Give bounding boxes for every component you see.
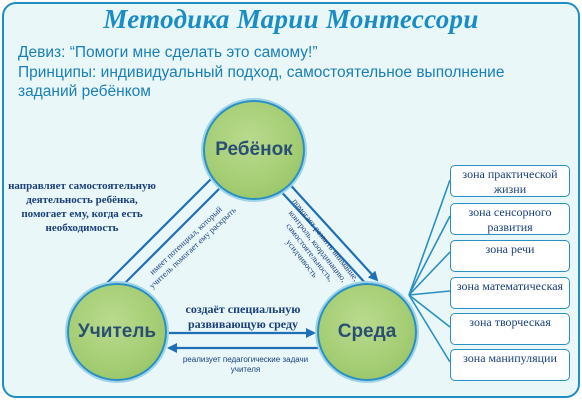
arrow-teacher-to-child	[102, 164, 226, 288]
motto-text: Девиз: “Помоги мне сделать это самому!”	[18, 44, 318, 61]
node-child: Ребёнок	[203, 100, 305, 200]
arrow-env-to-child	[274, 184, 369, 287]
principles-text: Принципы: индивидуальный подход, самосто…	[18, 64, 505, 100]
zone-sensory: зона сенсорного развития	[450, 203, 570, 235]
node-environment: Среда	[317, 283, 417, 381]
node-teacher: Учитель	[67, 283, 167, 381]
node-teacher-label: Учитель	[77, 321, 157, 342]
zone-manipulation: зона манипуляции	[450, 349, 570, 381]
zone-creative: зона творческая	[450, 313, 570, 345]
node-child-label: Ребёнок	[215, 139, 293, 160]
zone-practical-life: зона практической жизни	[450, 165, 570, 197]
arrow-child-to-teacher	[112, 176, 232, 296]
node-environment-label: Среда	[337, 321, 397, 342]
label-env-realizes-tasks: реализует педагогические задачи учителя	[182, 355, 309, 374]
label-teacher-guides-child: направляет самостоятельную деятельность …	[8, 180, 156, 234]
label-teacher-creates-env: создаёт специальную развивающую среду	[185, 302, 301, 331]
zone-connectors	[408, 179, 451, 363]
page-title: Методика Марии Монтессори	[103, 4, 479, 34]
arrow-child-to-env	[283, 177, 379, 282]
zone-math: зона математическая	[450, 277, 570, 309]
zone-speech: зона речи	[450, 240, 570, 272]
